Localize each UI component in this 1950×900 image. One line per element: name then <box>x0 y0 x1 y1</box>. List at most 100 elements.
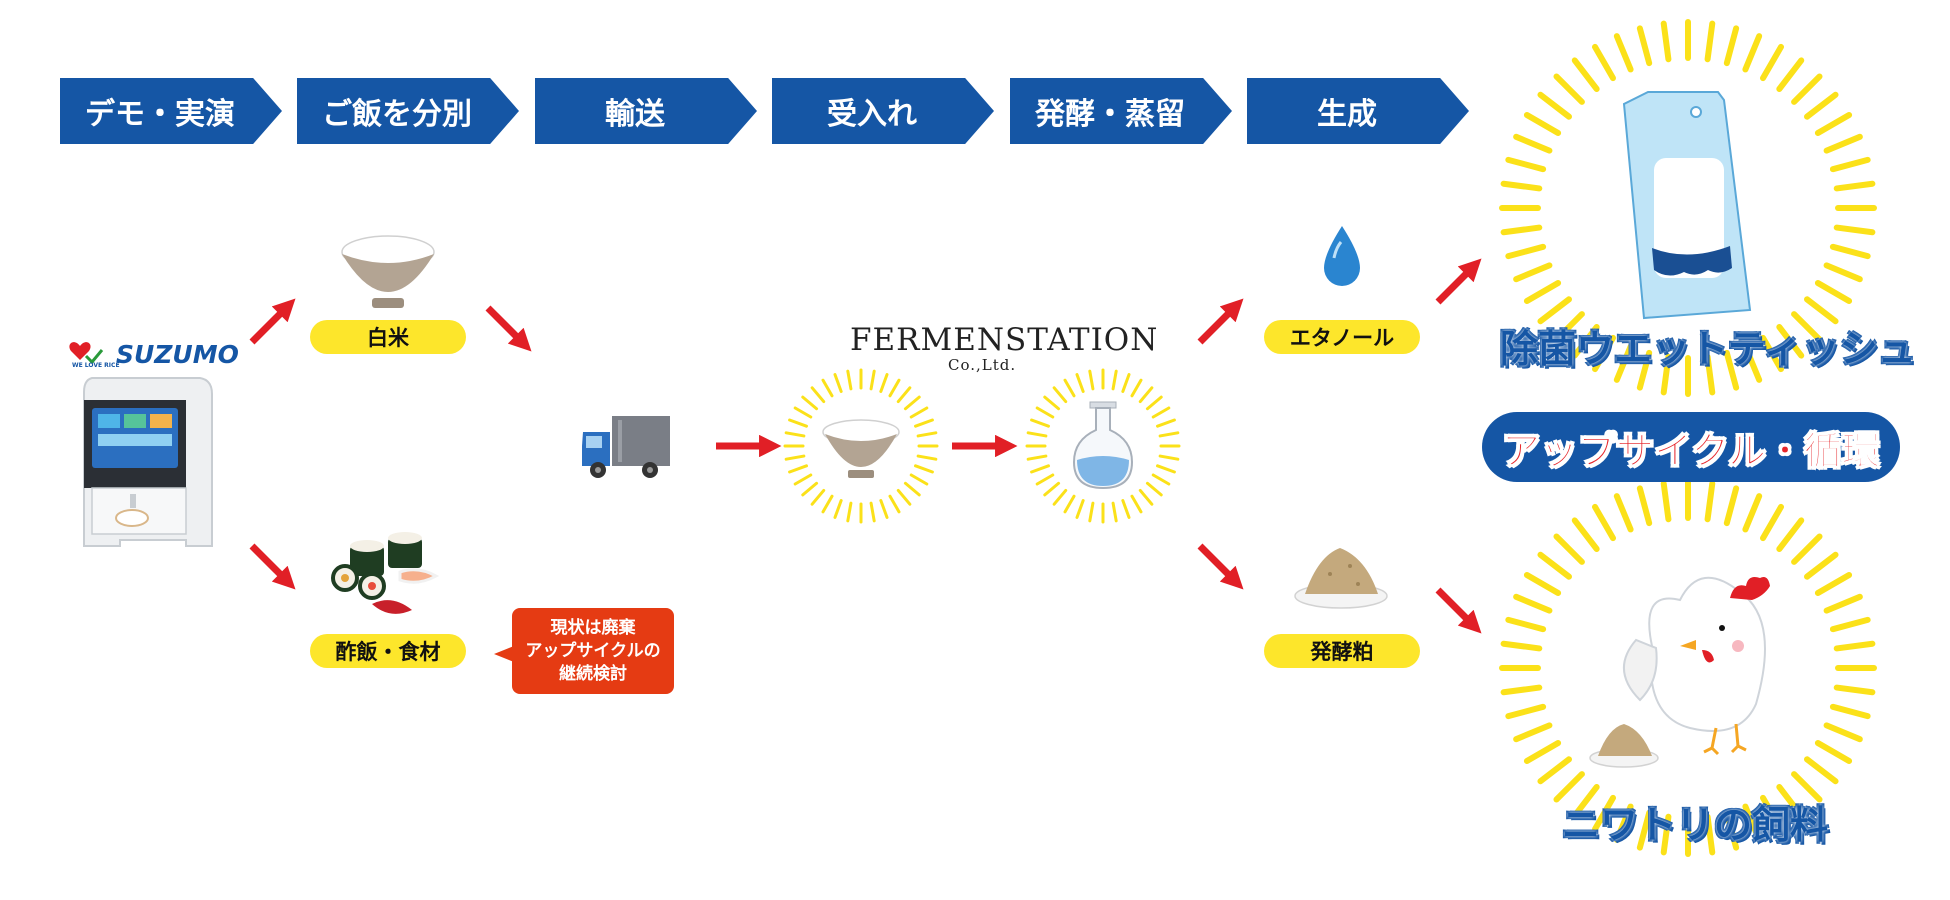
feed-plate-icon <box>1589 724 1659 768</box>
burst-flask-ray <box>1111 501 1118 523</box>
burst-chicken-ray <box>1513 722 1553 743</box>
burst-rice-fermenter-ray <box>909 406 929 419</box>
pill-ethanol: エタノール <box>1264 320 1420 354</box>
burst-chicken-ray <box>1613 493 1634 533</box>
burst-chicken-ray <box>1505 703 1547 720</box>
burst-flask-ray <box>1088 369 1095 391</box>
arrow-flask-to-ethanol <box>1197 298 1244 345</box>
burst-flask-ray <box>1156 464 1176 474</box>
burst-flask-ray <box>1026 431 1048 438</box>
burst-chicken-ray <box>1723 809 1740 851</box>
burst-flask <box>1025 368 1181 524</box>
burst-tissue-ray <box>1571 324 1600 359</box>
burst-tissue-ray <box>1505 156 1547 173</box>
rice-bowl-icon <box>341 235 435 308</box>
sushi-icon <box>331 532 440 614</box>
burst-rice-fermenter-ray <box>903 395 921 411</box>
arrow-rice-to-truck <box>485 305 532 352</box>
burst-rice-fermenter-ray <box>916 431 938 438</box>
burst-chicken-ray <box>1829 703 1871 720</box>
burst-chicken-ray <box>1660 480 1672 523</box>
burst-flask-ray <box>1151 473 1171 486</box>
burst-tissue-ray <box>1760 43 1784 82</box>
burst-tissue-ray <box>1500 224 1543 236</box>
burst-rice-fermenter-ray <box>801 481 819 497</box>
burst-rice-fermenter-ray <box>833 499 843 519</box>
burst-chicken-ray <box>1742 803 1763 843</box>
burst-chicken-ray <box>1571 784 1600 819</box>
burst-tissue-ray <box>1613 343 1634 383</box>
burst-flask-ray <box>1111 369 1118 391</box>
burst-rice-fermenter-ray <box>903 481 921 497</box>
water-drop-icon <box>1324 226 1360 286</box>
burst-tissue-ray <box>1553 311 1585 343</box>
burst-chicken-ray <box>1636 809 1653 851</box>
burst-tissue-ray <box>1660 20 1672 63</box>
burst-flask-ray <box>1145 481 1163 497</box>
pill-sushi-rice: 酢飯・食材 <box>310 634 466 668</box>
rice-bowl-fermenter-icon <box>822 419 900 478</box>
burst-rice-fermenter-ray <box>810 488 826 506</box>
burst-flask-ray <box>1158 431 1180 438</box>
burst-flask-ray <box>1151 406 1171 419</box>
burst-tissue-ray <box>1814 280 1853 304</box>
burst-flask-ray <box>1075 373 1085 393</box>
sushi-robot-icon <box>83 377 213 547</box>
burst-rice-fermenter-ray <box>801 395 819 411</box>
burst-chicken-ray <box>1776 517 1805 552</box>
upcycle-banner: アップサイクル・循環 <box>1482 412 1900 482</box>
burst-rice-fermenter-ray <box>821 378 834 398</box>
burst-rice-fermenter-ray <box>909 473 929 486</box>
burst-tissue-ray <box>1833 224 1876 236</box>
burst-tissue-ray <box>1760 334 1784 373</box>
burst-rice-fermenter-ray <box>846 369 853 391</box>
burst-chicken-ray <box>1571 517 1600 552</box>
burst-chicken-ray <box>1833 640 1876 652</box>
burst-tissue-ray <box>1571 57 1600 92</box>
burst-chicken-ray <box>1723 485 1740 527</box>
burst-tissue-ray <box>1776 57 1805 92</box>
burst-tissue-ray <box>1723 349 1740 391</box>
burst-chicken-ray <box>1704 813 1716 856</box>
title-chicken-feed: ニワトリの飼料 <box>1561 802 1829 848</box>
burst-tissue-ray <box>1742 33 1763 73</box>
arrow-flask-to-lees <box>1197 543 1244 590</box>
lees-plate-icon <box>1294 548 1388 609</box>
burst-rice-fermenter-ray <box>793 406 813 419</box>
burst-chicken-ray <box>1513 593 1553 614</box>
burst-flask-ray <box>1026 454 1048 461</box>
burst-tissue-ray <box>1592 43 1616 82</box>
burst-tissue-ray <box>1537 91 1572 120</box>
title-wet-tissue: 除菌ウエットティッシュ <box>1499 326 1917 372</box>
burst-tissue-ray <box>1804 91 1839 120</box>
step-receive: 受入れ <box>772 78 994 144</box>
burst-tissue-ray <box>1704 353 1716 396</box>
burst-flask-ray <box>1035 406 1055 419</box>
burst-chicken-ray <box>1760 503 1784 542</box>
burst-tissue-ray <box>1513 262 1553 283</box>
burst-flask-ray <box>1063 494 1076 514</box>
wet-tissue-pack-icon <box>1622 91 1752 320</box>
burst-rice-fermenter-ray <box>888 494 901 514</box>
burst-chicken <box>1499 479 1877 857</box>
burst-flask-ray <box>1043 395 1061 411</box>
burst-tissue-ray <box>1829 156 1871 173</box>
burst-flask-ray <box>1030 464 1050 474</box>
burst-chicken-ray <box>1537 551 1572 580</box>
burst-rice-fermenter-ray <box>869 501 876 523</box>
fermenstation-company: Co.,Ltd. <box>948 356 1017 374</box>
burst-chicken-ray <box>1500 640 1543 652</box>
burst-chicken-ray <box>1660 813 1672 856</box>
burst-rice-fermenter-ray <box>914 418 934 428</box>
burst-flask-ray <box>1075 499 1085 519</box>
burst-tissue-ray <box>1823 133 1863 154</box>
burst-tissue-ray <box>1742 343 1763 383</box>
burst-tissue-ray <box>1523 112 1562 136</box>
burst-flask-ray <box>1121 499 1131 519</box>
burst-chicken-ray <box>1613 803 1634 843</box>
burst-chicken-ray <box>1823 593 1863 614</box>
burst-chicken-ray <box>1791 771 1823 803</box>
pill-white-rice: 白米 <box>310 320 466 354</box>
burst-chicken-ray <box>1505 616 1547 633</box>
